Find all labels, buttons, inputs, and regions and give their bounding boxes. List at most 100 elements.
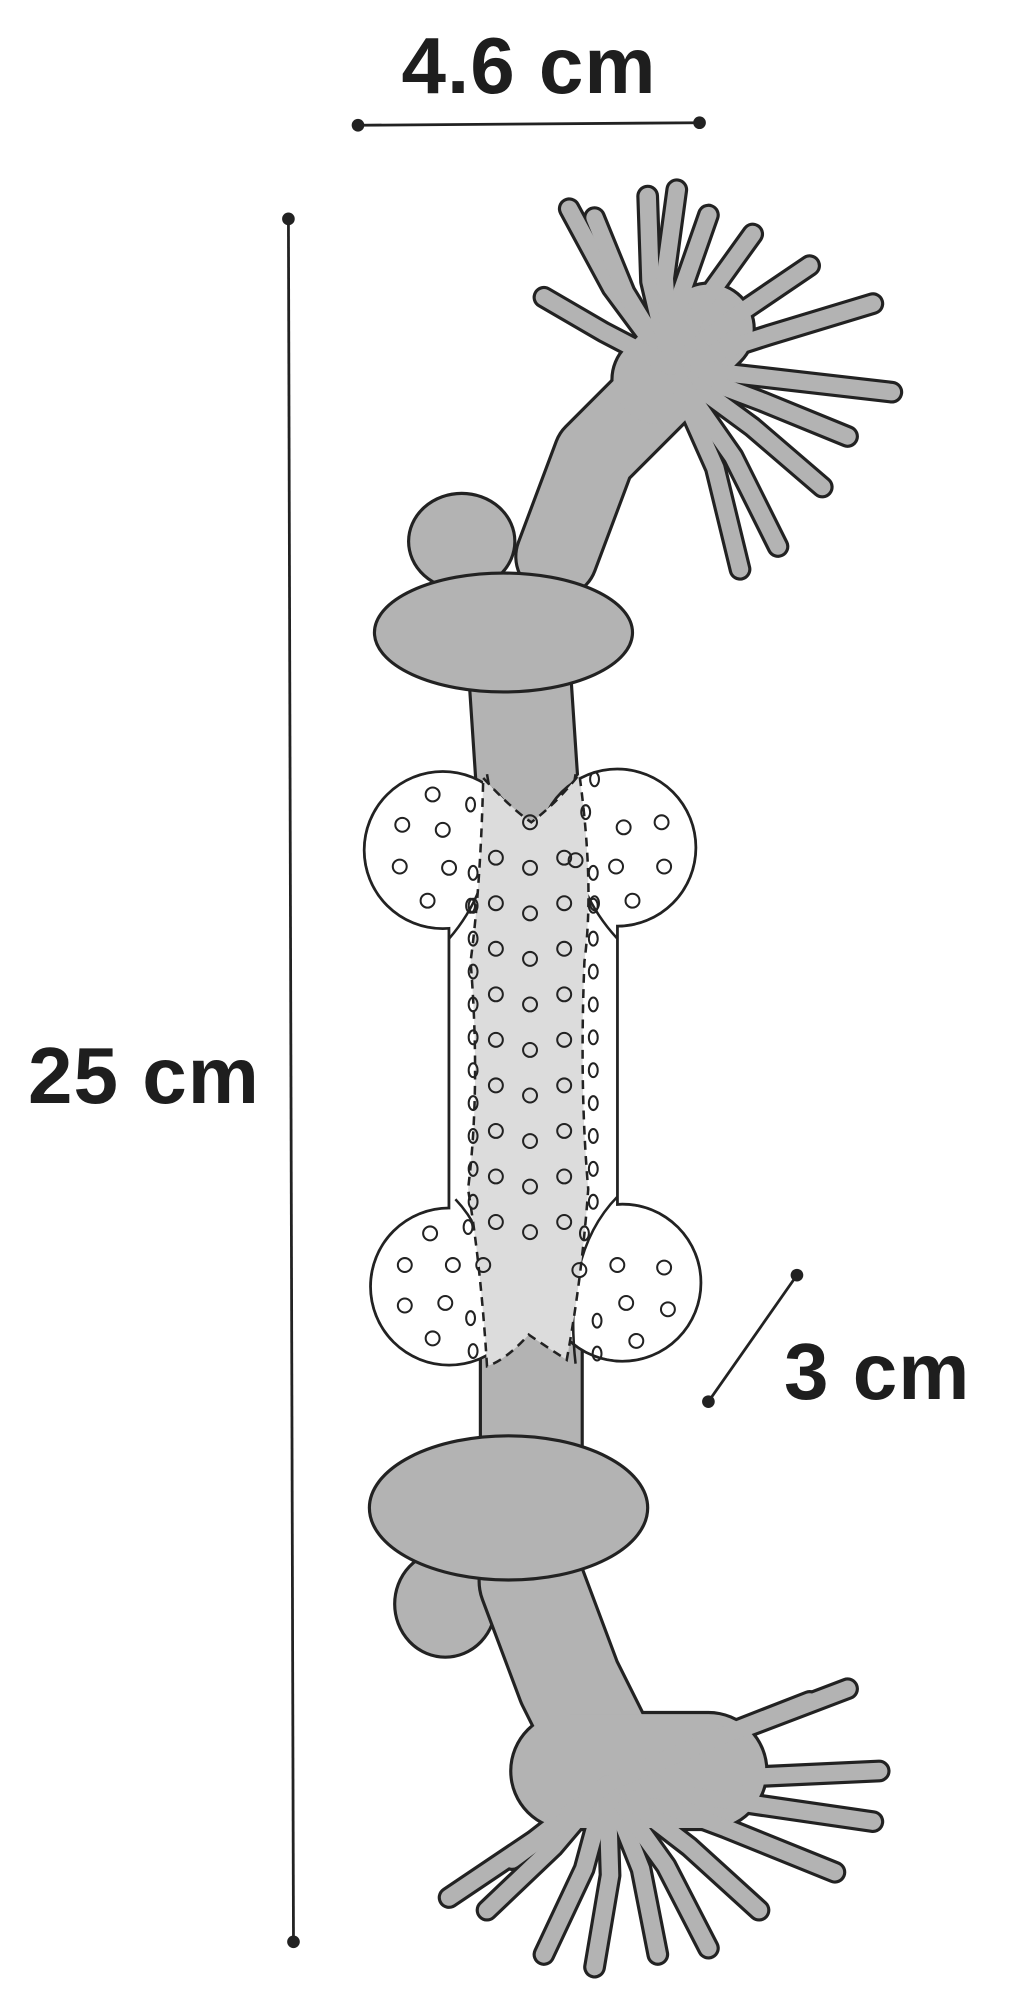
bone-dot <box>587 1160 599 1177</box>
bone-dot <box>589 771 600 788</box>
bone-dot <box>467 1062 479 1079</box>
bone-dot <box>591 1312 603 1329</box>
bone-dot <box>522 950 539 967</box>
bone-dot <box>522 814 539 831</box>
bone-dot <box>659 1301 676 1318</box>
bone-dot <box>609 1257 626 1273</box>
bone-dot <box>571 1262 588 1279</box>
bone-dot <box>522 905 539 922</box>
bone-dot <box>434 821 451 838</box>
bone-dot <box>487 1122 504 1139</box>
bone-dot <box>394 816 411 833</box>
bone-dot <box>465 1310 477 1327</box>
bone-dot <box>556 986 573 1003</box>
bone-dot <box>587 1095 599 1112</box>
rope-fill <box>662 206 717 376</box>
bone-dot <box>396 1297 413 1314</box>
bone-dot <box>556 1168 573 1185</box>
bone-dot <box>467 996 479 1013</box>
bone-dot <box>587 963 599 980</box>
rope-fill <box>586 1775 619 1976</box>
bone-dot <box>556 1214 573 1230</box>
bone-dot <box>587 864 599 881</box>
bone-dot <box>467 1095 479 1112</box>
bone-dot <box>437 1294 454 1311</box>
bone-dot <box>522 996 539 1013</box>
length-label: 25 cm <box>28 1031 260 1120</box>
bone-dot <box>608 858 625 875</box>
bone-dot <box>444 1257 461 1273</box>
bone-center-strip <box>466 771 590 1368</box>
bone-dot <box>396 1257 413 1273</box>
bone-dot <box>580 804 592 821</box>
diameter-line-end-dot <box>790 1268 804 1282</box>
bone-dot <box>615 819 632 836</box>
dimension-lines <box>282 116 804 1949</box>
bone-dot <box>522 1133 539 1150</box>
rope-fill <box>662 358 856 445</box>
bone-dot <box>556 1122 573 1139</box>
bone-dot <box>487 849 504 866</box>
bone-dot <box>556 849 573 866</box>
bone-dot <box>522 1224 539 1241</box>
bone-dot <box>462 1219 474 1236</box>
rope-fill <box>662 358 901 401</box>
bone-dot <box>419 892 436 909</box>
bone-dot <box>618 1294 635 1311</box>
bone-dot <box>591 1345 603 1362</box>
length-dimension-line <box>287 218 295 1942</box>
rope-fill <box>662 257 818 376</box>
rope-fill <box>662 295 882 376</box>
rope-fill <box>598 1775 717 1957</box>
bone-dot <box>475 1257 492 1273</box>
top-rope-fringe <box>514 178 904 599</box>
bone-dot <box>624 892 641 909</box>
bone-dot <box>556 1031 573 1048</box>
bone-dot <box>487 1168 504 1185</box>
bone-dot <box>522 1178 539 1195</box>
bone-dot <box>487 1214 504 1230</box>
width-line-end-dot <box>693 116 706 130</box>
rope-fill <box>662 358 749 578</box>
bone-dot <box>467 864 479 881</box>
rope-fill <box>598 1775 882 1830</box>
bone-dot <box>487 1077 504 1094</box>
bone-dot <box>467 1029 479 1046</box>
bone-dot <box>556 940 573 957</box>
bottom-knot <box>367 1434 650 1582</box>
bone-dot <box>556 895 573 912</box>
rope-fill <box>586 209 679 376</box>
bone-dot <box>587 1062 599 1079</box>
width-dimension-line <box>357 121 700 127</box>
bone-dot <box>391 858 408 875</box>
bone-dot <box>587 897 599 914</box>
bone-dot <box>422 1225 439 1242</box>
bone-dot <box>487 1031 504 1048</box>
bone <box>362 767 703 1368</box>
bone-dot <box>556 1077 573 1094</box>
bone-dot <box>467 897 479 914</box>
diameter-dimension-line <box>707 1274 799 1403</box>
width-label: 4.6 cm <box>401 21 657 110</box>
top-knot <box>372 571 635 694</box>
diameter-label: 3 cm <box>784 1327 971 1416</box>
bone-dot <box>467 1343 479 1360</box>
rope-fill <box>535 289 679 376</box>
bone-dot <box>578 1225 590 1242</box>
rope-fill <box>535 1775 616 1963</box>
bone-dot <box>628 1332 645 1349</box>
bone-dot <box>467 963 479 980</box>
bone-dot <box>467 1160 479 1177</box>
rope-fill <box>598 1693 818 1792</box>
bone-dot <box>587 996 599 1013</box>
bottom-rope-fringe <box>437 1527 891 1979</box>
bone-dot <box>567 852 584 869</box>
bone-dot <box>653 814 670 831</box>
bone-dot <box>424 1330 441 1347</box>
bone-dot <box>587 930 599 947</box>
bone-dot <box>656 1259 673 1276</box>
bone-dot <box>522 1087 539 1104</box>
bone-dot <box>487 986 504 1003</box>
bone-dot <box>441 859 458 876</box>
